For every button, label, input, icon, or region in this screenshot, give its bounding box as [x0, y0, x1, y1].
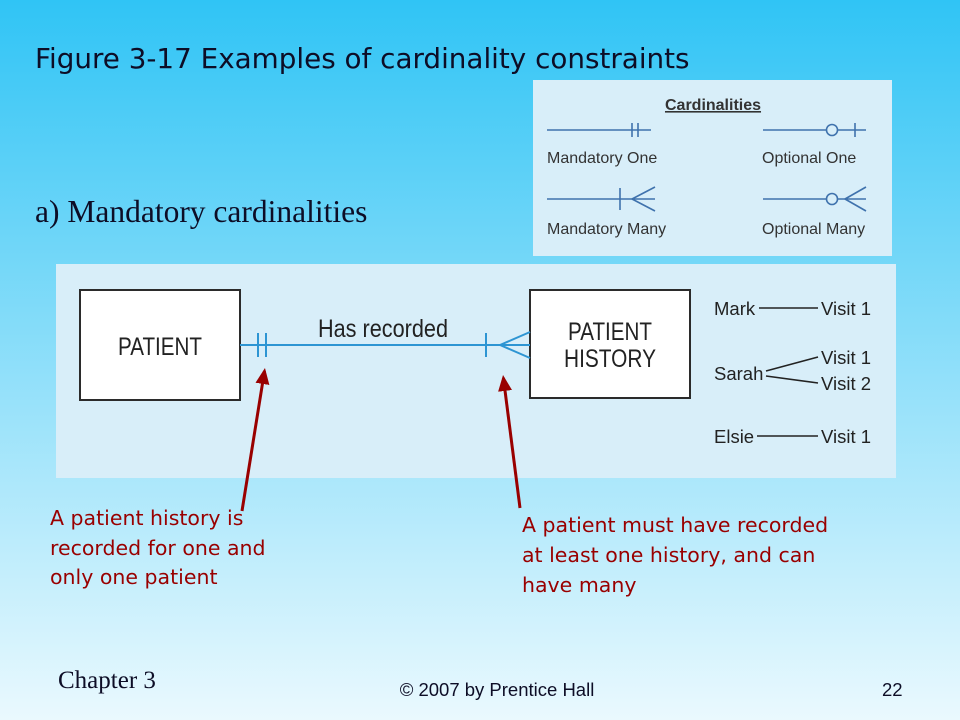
entity-labels: PATIENT PATIENT HISTORY: [118, 318, 656, 373]
legend-labels: Mandatory One Optional One Mandatory Man…: [547, 150, 865, 238]
optional-many-symbol-icon: [763, 186, 867, 212]
instance-visit-label: Visit 1: [821, 298, 871, 319]
cardinality-legend: Cardinalities Mandatory One: [533, 80, 892, 256]
legend-crows-foot-lower: [631, 198, 656, 212]
instance-links: [757, 307, 819, 437]
slide-heading: Figure 3-17 Examples of cardinality cons…: [35, 42, 690, 229]
er-diagram: PATIENT PATIENT HISTORY Has recorded Mar…: [56, 264, 896, 478]
annotation-right-line: A patient must have recorded: [522, 513, 828, 537]
footer-page-number: 22: [882, 679, 903, 700]
mandatory-many-symbol-icon: [547, 186, 656, 212]
annotation-left-line: recorded for one and: [50, 536, 266, 560]
annotation-left-line: A patient history is: [50, 506, 243, 530]
relationship-has-recorded: [240, 331, 531, 359]
legend-crows-foot-lower: [844, 198, 867, 212]
relationship-label: Has recorded: [318, 315, 448, 343]
entity-name-patient-history-line1: PATIENT: [568, 318, 652, 346]
instance-link-sarah-visit2: [765, 375, 819, 384]
legend-crows-foot-upper: [631, 186, 656, 200]
annotation-right-line: at least one history, and can: [522, 543, 815, 567]
annotations: A patient history is recorded for one an…: [50, 368, 828, 597]
legend-label-optional-one: Optional One: [762, 150, 856, 167]
footer-copyright: © 2007 by Prentice Hall: [400, 679, 595, 700]
instance-patient-mark: Mark: [714, 298, 756, 319]
legend-heading: Cardinalities: [665, 97, 761, 114]
entity-box-patient: [79, 289, 241, 401]
entity-name-patient-history-line2: HISTORY: [564, 345, 656, 373]
slide-subtitle: a) Mandatory cardinalities: [35, 194, 367, 229]
arrow-to-mandatory-many: [498, 375, 522, 509]
annotation-right-line: have many: [522, 573, 636, 597]
arrow-to-mandatory-one: [240, 368, 270, 512]
mandatory-one-symbol-icon: [547, 123, 651, 137]
entity-name-patient: PATIENT: [118, 333, 202, 361]
instance-patient-elsie: Elsie: [714, 426, 754, 447]
annotation-arrows: [240, 368, 522, 512]
annotation-texts: A patient history is recorded for one an…: [50, 506, 828, 597]
legend-crows-foot-upper: [844, 186, 867, 200]
slide-title: Figure 3-17 Examples of cardinality cons…: [35, 42, 690, 75]
legend-label-optional-many: Optional Many: [762, 221, 865, 238]
crows-foot-upper: [499, 331, 531, 346]
instance-visit-label: Visit 1: [821, 347, 871, 368]
footer-chapter: Chapter 3: [58, 667, 156, 694]
legend-panel: [533, 80, 892, 256]
legend-label-mandatory-one: Mandatory One: [547, 150, 657, 167]
instance-patient-sarah: Sarah: [714, 363, 763, 384]
entity-box-patient-history: [529, 289, 691, 399]
legend-label-mandatory-many: Mandatory Many: [547, 221, 666, 238]
instance-labels: Mark Visit 1 Sarah Visit 1 Visit 2 Elsie…: [714, 298, 871, 447]
optional-one-symbol-icon: [763, 123, 866, 137]
annotation-left-line: only one patient: [50, 565, 218, 589]
instance-link-sarah-visit1: [765, 356, 819, 372]
crows-foot-lower: [499, 344, 531, 359]
slide-footer: Chapter 3 © 2007 by Prentice Hall 22: [58, 667, 903, 700]
instance-visit-label: Visit 1: [821, 426, 871, 447]
instance-visit-label: Visit 2: [821, 373, 871, 394]
